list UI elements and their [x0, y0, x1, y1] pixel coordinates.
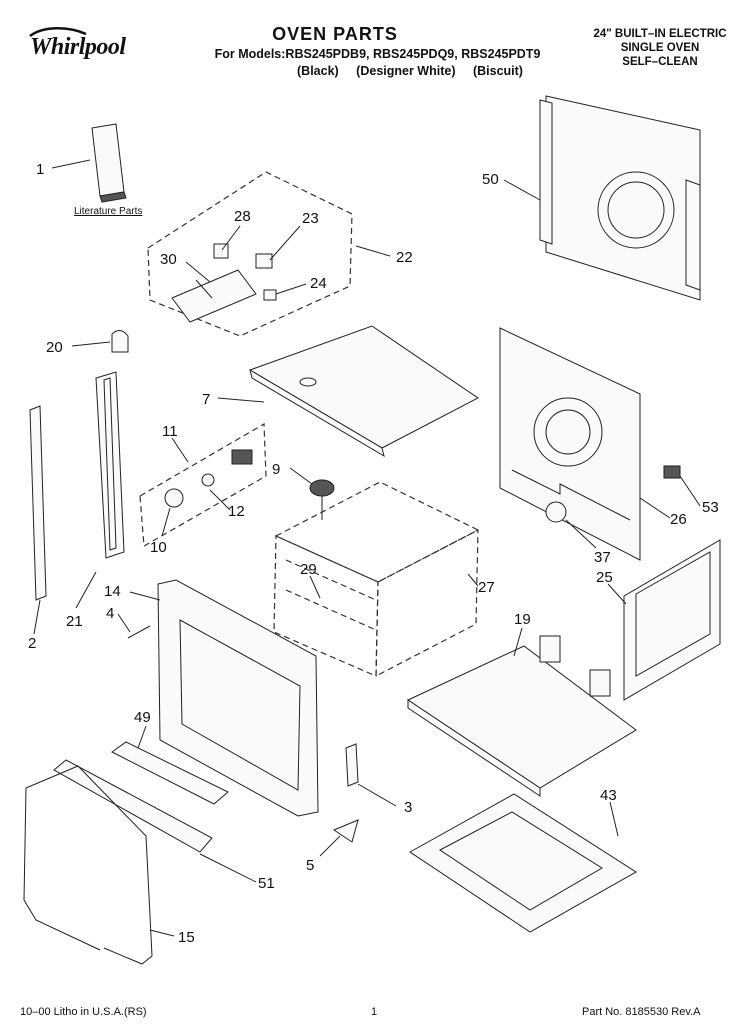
part-top-panel — [248, 325, 479, 458]
part-label-49: 49 — [134, 709, 151, 726]
part-label-21: 21 — [66, 613, 83, 630]
part-front-frame — [157, 579, 319, 817]
part-label-23: 23 — [302, 210, 319, 227]
part-bracket-5 — [332, 819, 359, 843]
part-label-22: 22 — [396, 249, 413, 266]
literature-parts-label: Literature Parts — [74, 206, 143, 217]
footer-litho: 10–00 Litho in U.S.A.(RS) — [20, 1006, 147, 1018]
spec-line-3: SELF–CLEAN — [622, 56, 698, 68]
part-bracket-37 — [545, 501, 567, 523]
part-side-trim — [29, 371, 125, 601]
part-screw — [127, 625, 151, 639]
part-bottom-tray — [409, 793, 637, 933]
part-vent-trim — [53, 759, 213, 853]
part-side-panel-25 — [623, 539, 721, 701]
part-label-20: 20 — [46, 339, 63, 356]
footer-part-number: Part No. 8185530 Rev.A — [582, 1006, 701, 1018]
part-label-25: 25 — [596, 569, 613, 586]
color-black: (Black) — [297, 64, 339, 78]
part-label-53: 53 — [702, 499, 719, 516]
part-switch-group — [139, 422, 267, 547]
model-numbers: For Models:RBS245PDB9, RBS245PDQ9, RBS24… — [214, 47, 541, 61]
part-label-37: 37 — [594, 549, 611, 566]
color-designer-white: (Designer White) — [356, 64, 456, 78]
part-label-29: 29 — [300, 561, 317, 578]
part-label-10: 10 — [150, 539, 167, 556]
part-label-12: 12 — [228, 503, 245, 520]
footer-page-number: 1 — [371, 1006, 378, 1018]
part-label-30: 30 — [160, 251, 177, 268]
part-label-51: 51 — [258, 875, 275, 892]
part-label-5: 5 — [306, 857, 314, 874]
spec-line-2: SINGLE OVEN — [620, 42, 700, 54]
page-title: OVEN PARTS — [272, 24, 398, 44]
color-biscuit: (Biscuit) — [472, 64, 523, 78]
part-label-28: 28 — [234, 208, 251, 225]
part-label-9: 9 — [272, 461, 280, 478]
exploded-parts-diagram: 1 28 23 22 30 24 50 20 7 11 9 12 10 53 2… — [23, 95, 721, 965]
part-label-27: 27 — [478, 579, 495, 596]
part-oven-cavity — [273, 481, 480, 677]
part-label-2: 2 — [28, 635, 36, 652]
part-bottom-panel — [406, 635, 637, 797]
part-clip — [111, 330, 129, 353]
part-side-panel — [499, 327, 641, 561]
part-label-43: 43 — [600, 787, 617, 804]
part-label-4: 4 — [106, 605, 114, 622]
part-bracket-3 — [345, 743, 359, 787]
model-colors: (Black) (Designer White) (Biscuit) — [297, 64, 537, 78]
brand-logo: Whirlpool — [30, 34, 126, 60]
part-trim-49 — [111, 741, 229, 805]
part-element-9 — [309, 479, 335, 520]
part-label-7: 7 — [202, 391, 210, 408]
part-literature-booklet — [91, 123, 127, 203]
leader-lines — [33, 159, 701, 937]
spec-line-1: 24" BUILT–IN ELECTRIC — [593, 28, 727, 40]
part-sensor — [663, 465, 681, 479]
part-door-gasket — [23, 765, 153, 965]
part-label-15: 15 — [178, 929, 195, 946]
part-label-24: 24 — [310, 275, 327, 292]
part-control-assembly-group — [147, 171, 353, 337]
part-label-1: 1 — [36, 161, 44, 178]
part-label-26: 26 — [670, 511, 687, 528]
part-label-11: 11 — [162, 423, 178, 440]
part-label-3: 3 — [404, 799, 412, 816]
part-label-14: 14 — [104, 583, 121, 600]
part-rear-panel — [539, 95, 701, 301]
part-label-50: 50 — [482, 171, 499, 188]
whirlpool-logo-icon — [29, 27, 87, 38]
part-label-19: 19 — [514, 611, 531, 628]
